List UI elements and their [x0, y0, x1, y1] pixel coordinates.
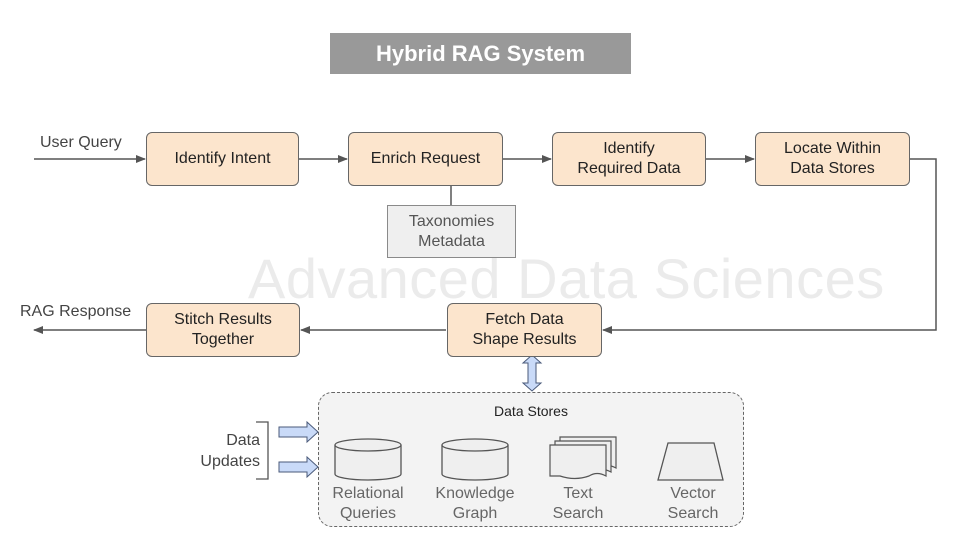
store-label-knowledge-graph: Knowledge Graph	[435, 485, 515, 522]
watermark-text: Advanced Data Sciences	[248, 247, 885, 310]
trapezoid-icon	[657, 442, 724, 481]
node-identify-required-data: Identify Required Data	[552, 132, 706, 186]
data-updates-label: Data Updates	[200, 432, 260, 470]
node-locate-data-stores: Locate Within Data Stores	[755, 132, 910, 186]
rag-response-label: RAG Response	[20, 303, 132, 320]
database-cylinder-icon	[441, 438, 509, 481]
data-update-arrow-icon	[278, 420, 319, 444]
data-update-arrow-icon	[278, 455, 319, 479]
node-enrich-request: Enrich Request	[348, 132, 503, 186]
note-taxonomies-metadata: Taxonomies Metadata	[387, 205, 516, 258]
node-fetch-data: Fetch Data Shape Results	[447, 303, 602, 357]
data-updates-bracket	[256, 421, 269, 480]
node-stitch-results: Stitch Results Together	[146, 303, 300, 357]
user-query-label: User Query	[40, 134, 122, 151]
diagram-title: Hybrid RAG System	[330, 33, 631, 74]
arrow-locate-to-fetch	[602, 158, 937, 334]
document-stack-icon	[549, 436, 617, 480]
data-stores-title: Data Stores	[494, 403, 568, 419]
store-label-relational: Relational Queries	[332, 485, 404, 522]
node-identify-intent: Identify Intent	[146, 132, 299, 186]
store-label-vector-search: Vector Search	[667, 485, 719, 522]
store-label-text-search: Text Search	[552, 485, 604, 522]
database-cylinder-icon	[334, 438, 402, 481]
double-arrow-fetch-datastores	[521, 354, 543, 392]
